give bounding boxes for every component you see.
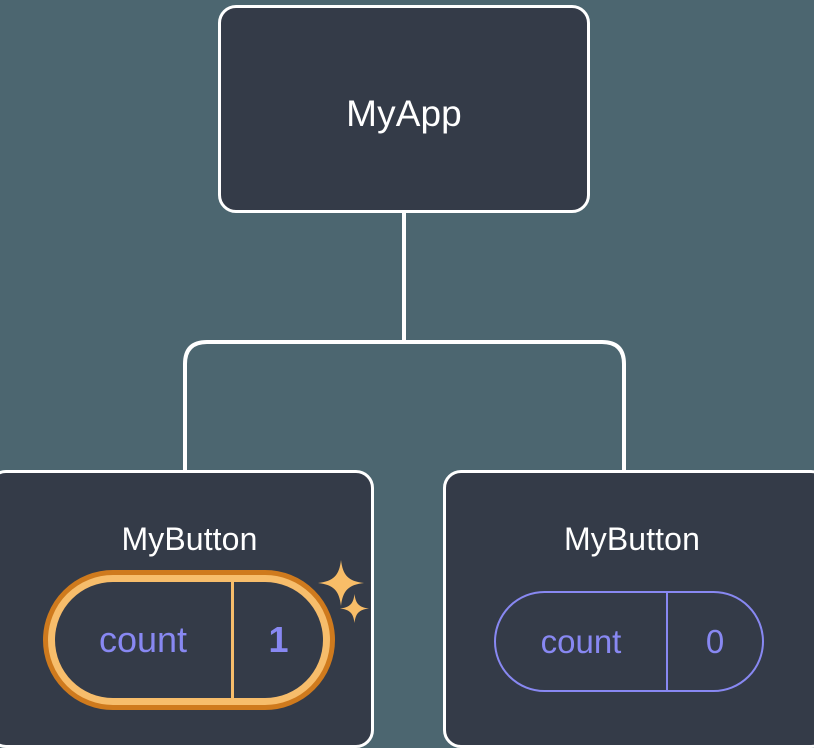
state-pill-count-left[interactable]: count 1 <box>43 570 335 710</box>
component-label-myapp: MyApp <box>346 93 462 134</box>
connector-branch-bus <box>183 340 626 470</box>
state-key-right: count <box>496 593 668 690</box>
component-label-mybutton-left: MyButton <box>121 521 258 557</box>
state-pill-inner-left: count 1 <box>55 582 323 698</box>
state-pill-count-right[interactable]: count 0 <box>494 591 764 692</box>
state-value-left: 1 <box>268 619 289 660</box>
state-key-left: count <box>55 582 234 698</box>
component-node-myapp[interactable]: MyApp <box>218 5 590 213</box>
state-value-right: 0 <box>705 622 725 660</box>
component-label-mybutton-right: MyButton <box>564 521 700 557</box>
state-pill-inner-right: count 0 <box>496 593 762 690</box>
